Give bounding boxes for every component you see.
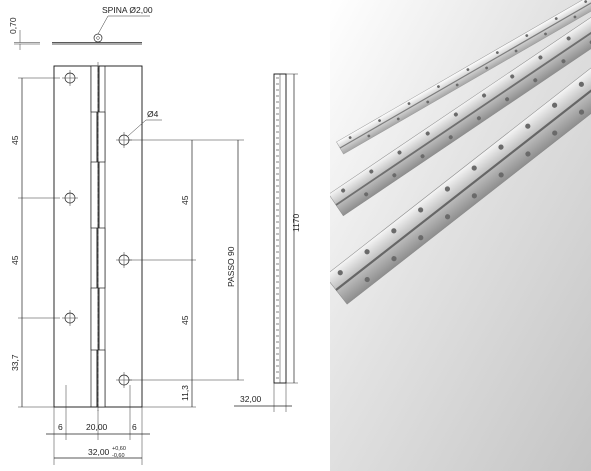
side-knuckle-ticks xyxy=(276,77,279,379)
right-spacing-3: 11,3 xyxy=(180,385,190,401)
product-photo xyxy=(330,0,591,471)
hinge-photo-1 xyxy=(330,59,591,305)
bottom-dim-right: 6 xyxy=(132,422,137,432)
bottom-dim-middle: 20,00 xyxy=(86,422,108,432)
left-spacing-2: 45 xyxy=(10,255,20,265)
left-spacing-1: 45 xyxy=(10,135,20,145)
hinge-photo-2 xyxy=(330,9,591,217)
side-view: 1170 32,00 xyxy=(234,73,301,412)
side-width-label: 32,00 xyxy=(240,394,262,404)
length-label: 1170 xyxy=(291,213,301,232)
top-view: SPINA Ø2,00 0,70 xyxy=(8,5,153,50)
width-label: 32,00 xyxy=(88,447,110,457)
hole-diameter-label: Ø4 xyxy=(147,109,159,119)
hinge-photo-3 xyxy=(336,0,591,155)
front-view: Ø4 45 45 33,7 45 45 11,3 PASSO 90 6 20,0… xyxy=(10,62,244,465)
right-spacing-2: 45 xyxy=(180,315,190,325)
tolerance-lower: -0,60 xyxy=(112,453,125,459)
hole-left-3 xyxy=(62,310,78,326)
right-leaf xyxy=(98,65,143,408)
pitch-label: PASSO 90 xyxy=(226,246,236,287)
bottom-dim-left: 6 xyxy=(58,422,63,432)
tolerance-upper: +0,60 xyxy=(112,446,126,452)
thickness-label: 0,70 xyxy=(8,17,18,34)
right-spacing-1: 45 xyxy=(180,195,190,205)
pin-label: SPINA Ø2,00 xyxy=(102,5,153,15)
left-spacing-3: 33,7 xyxy=(10,354,20,371)
hole-left-2 xyxy=(62,190,78,206)
left-leaf xyxy=(53,65,98,408)
hole-left-1 xyxy=(62,70,78,86)
